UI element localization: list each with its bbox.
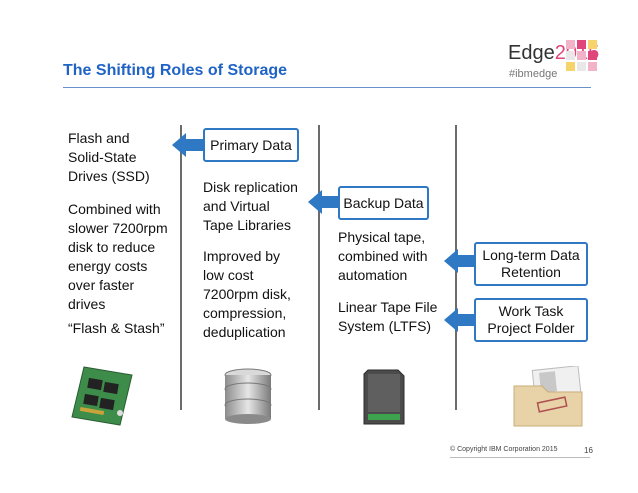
longterm-retention-box: Long-term Data Retention: [474, 242, 588, 286]
column-divider-2: [318, 125, 320, 410]
col2-text-improved: Improved by low cost 7200rpm disk, compr…: [203, 248, 291, 340]
brand-name: Edge: [508, 42, 555, 64]
brand-grid-icon: [566, 40, 597, 71]
col1-text-flash-stash: “Flash & Stash”: [68, 320, 165, 336]
left-arrow-icon: [444, 308, 478, 332]
column-divider-1: [180, 125, 182, 410]
left-arrow-icon: [308, 190, 342, 214]
left-arrow-icon: [172, 133, 206, 157]
copyright-text: © Copyright IBM Corporation 2015: [450, 446, 558, 453]
left-arrow-icon: [444, 249, 478, 273]
page-number: 16: [584, 446, 593, 455]
tape-cartridge-icon: [363, 369, 405, 425]
work-task-box: Work Task Project Folder: [474, 298, 588, 342]
col3-text-ltfs: Linear Tape File System (LTFS): [338, 299, 438, 334]
footer-divider: [450, 457, 590, 458]
col1-text-ssd: Flash and Solid-State Drives (SSD): [68, 130, 150, 184]
project-folder-icon: [513, 366, 583, 427]
title-divider: [63, 87, 591, 88]
backup-data-box: Backup Data: [338, 186, 429, 220]
col2-text-disk-replication: Disk replication and Virtual Tape Librar…: [203, 179, 298, 233]
col1-text-combined: Combined with slower 7200rpm disk to red…: [68, 201, 168, 312]
disk-stack-icon: [224, 368, 272, 424]
ssd-chip-icon: [71, 366, 133, 426]
col3-text-physical-tape: Physical tape, combined with automation: [338, 229, 428, 283]
primary-data-box: Primary Data: [203, 128, 299, 162]
hashtag: #ibmedge: [509, 68, 558, 80]
slide-title: The Shifting Roles of Storage: [63, 62, 288, 79]
